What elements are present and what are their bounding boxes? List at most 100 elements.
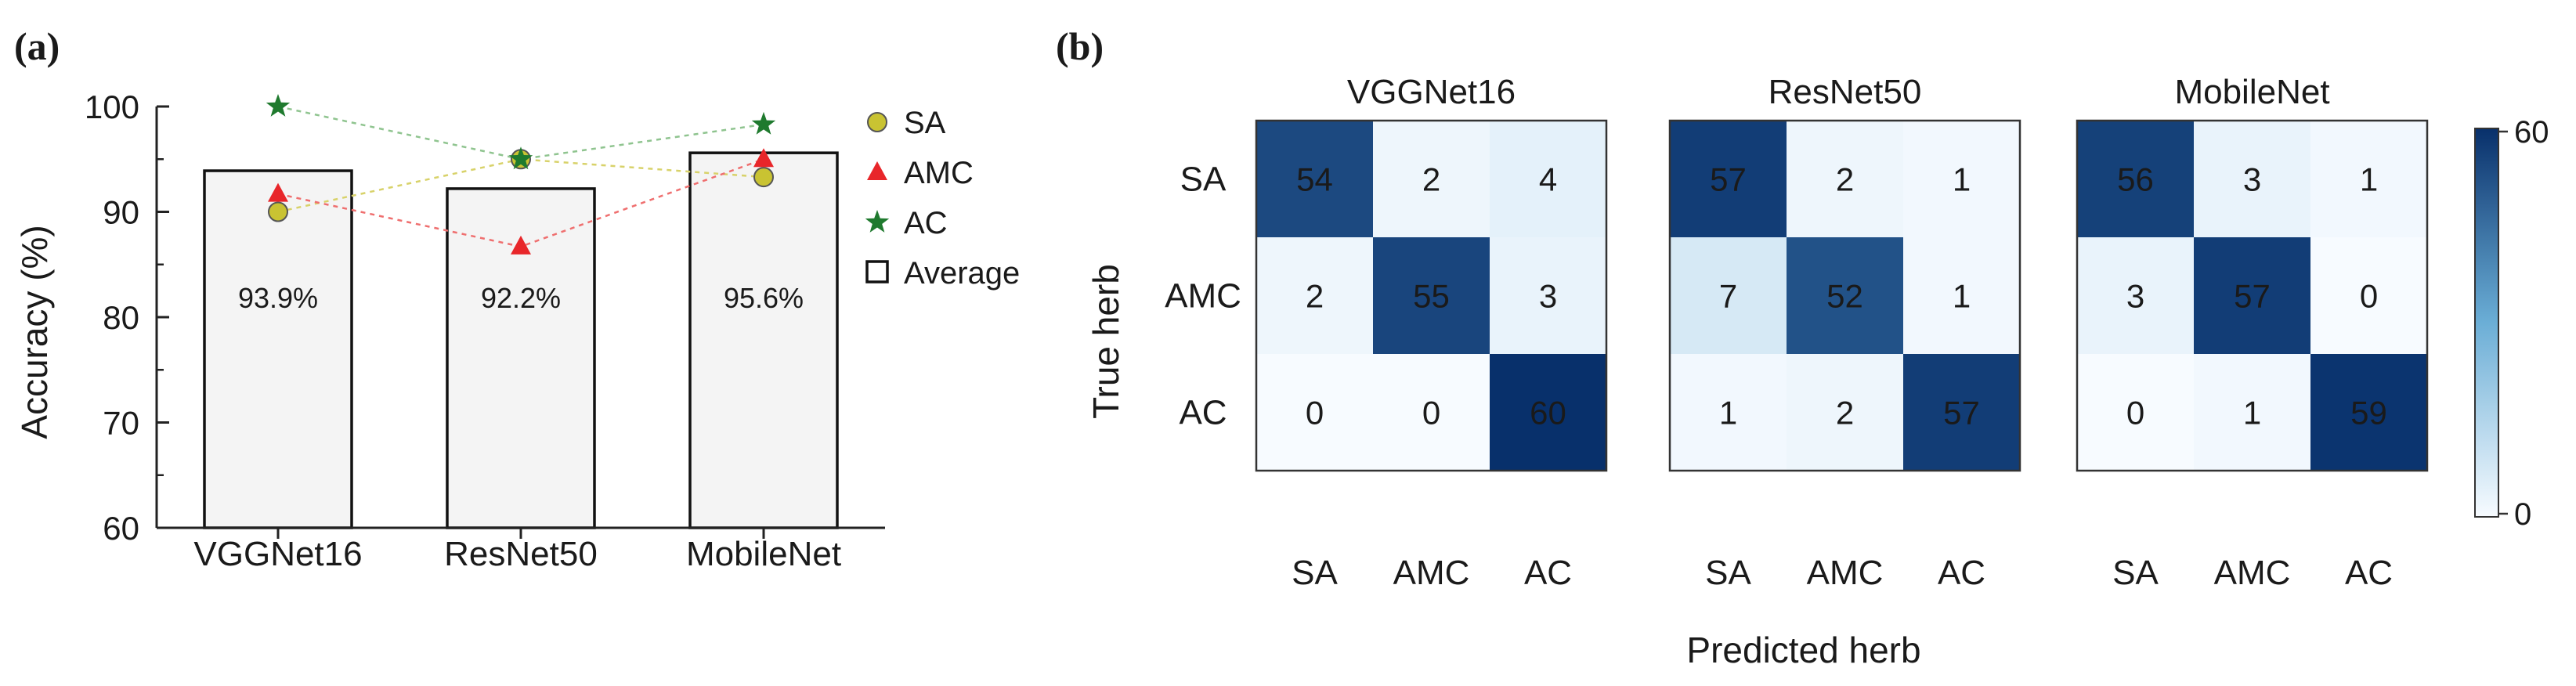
matrix-cell-value: 7 xyxy=(1719,278,1737,315)
series-point-sa xyxy=(753,167,774,188)
legend-label-sa: SA xyxy=(904,106,946,140)
matrix-x-tick-label: AMC xyxy=(2214,554,2291,592)
matrix-x-tick-label: AC xyxy=(2345,554,2393,592)
matrix-x-tick-label: AC xyxy=(1938,554,1985,592)
matrix-y-tick-label: AMC xyxy=(1165,277,1241,316)
matrix-cell xyxy=(1490,354,1606,471)
matrix-cell xyxy=(1787,237,1903,354)
colorbar: 600 xyxy=(2474,115,2549,532)
matrix-cell xyxy=(2077,121,2194,237)
legend-label-amc: AMC xyxy=(904,156,974,190)
matrix-frame xyxy=(1668,119,2021,472)
matrix-cell-value: 2 xyxy=(1422,161,1440,198)
matrix-cell xyxy=(1490,237,1606,354)
matrix-cell-value: 0 xyxy=(2360,278,2378,315)
legend-marker-ac xyxy=(865,210,890,233)
matrix-cell-value: 54 xyxy=(1296,161,1333,198)
panel-a-y-tick-label: 100 xyxy=(85,88,139,125)
matrix-cell xyxy=(1670,237,1787,354)
matrix-cell-value: 3 xyxy=(2243,161,2261,198)
matrix-cell xyxy=(1373,354,1490,471)
matrix-title: MobileNet xyxy=(2174,73,2329,111)
matrix-cell xyxy=(2310,237,2427,354)
matrix-cell xyxy=(1256,237,1373,354)
series-point-sa xyxy=(268,201,288,222)
panel-a-bars xyxy=(203,151,839,529)
matrix-cell-value: 1 xyxy=(2360,161,2378,198)
matrix-y-tick-label: AC xyxy=(1179,394,1227,432)
matrix-cell-value: 3 xyxy=(2126,278,2144,315)
panel-a-label: (a) xyxy=(14,24,60,68)
panel-a-y-tick-label: 90 xyxy=(103,194,139,231)
matrix-cell-value: 1 xyxy=(1953,161,1971,198)
matrix-cell-value: 57 xyxy=(1943,395,1980,431)
average-bar xyxy=(688,151,839,529)
matrix-cell-value: 55 xyxy=(1413,278,1450,315)
matrix-cell xyxy=(1903,354,2020,471)
panel-a-y-tick-label: 80 xyxy=(103,299,139,336)
series-point-amc xyxy=(511,235,531,255)
legend-marker-average xyxy=(865,260,889,283)
average-bar-label: 92.2% xyxy=(481,282,561,314)
average-bar-label: 95.6% xyxy=(724,282,804,314)
matrix-x-tick-label: AMC xyxy=(1807,554,1884,592)
matrix-cell-value: 1 xyxy=(1719,395,1737,431)
legend-marker-amc xyxy=(867,161,887,180)
matrix-cell-value: 56 xyxy=(2117,161,2154,198)
matrix-cell xyxy=(1373,237,1490,354)
series-point-ac xyxy=(266,94,291,117)
matrix-cell-value: 1 xyxy=(1953,278,1971,315)
legend-marker-sa xyxy=(867,112,887,132)
matrix-cell-value: 4 xyxy=(1539,161,1557,198)
matrix-title: VGGNet16 xyxy=(1347,73,1516,111)
panel-a-x-tick-label: ResNet50 xyxy=(444,535,598,573)
matrix-cell xyxy=(1670,121,1787,237)
matrix-cell xyxy=(2310,121,2427,237)
matrix-cell-value: 0 xyxy=(1422,395,1440,431)
panel-a-y-tick-label: 70 xyxy=(103,405,139,442)
matrix-frame xyxy=(1255,119,1608,472)
colorbar-max-label: 60 xyxy=(2514,115,2549,150)
matrix-cell xyxy=(1670,354,1787,471)
matrix-cell-value: 52 xyxy=(1826,278,1863,315)
panel-b-label: (b) xyxy=(1056,24,1104,68)
matrix-cell xyxy=(1256,354,1373,471)
matrix-cell xyxy=(1903,237,2020,354)
matrix-cell-value: 1 xyxy=(2243,395,2261,431)
matrix-cell-value: 59 xyxy=(2350,395,2387,431)
matrix-cell-value: 2 xyxy=(1306,278,1324,315)
average-bar xyxy=(203,169,353,529)
series-point-amc xyxy=(753,148,774,168)
legend-label-ac: AC xyxy=(904,206,948,240)
panel-b: (b) True herb Predicted herb VGGNet16 54 2… xyxy=(1056,24,2549,670)
panel-a-x-tick-label: VGGNet16 xyxy=(193,535,362,573)
matrix-cell xyxy=(1787,354,1903,471)
matrix-cell-value: 3 xyxy=(1539,278,1557,315)
matrix-cell-value: 60 xyxy=(1530,395,1566,431)
matrix-x-tick-label: SA xyxy=(2112,554,2159,592)
matrix-cell xyxy=(1256,121,1373,237)
panel-b-y-axis-label: True herb xyxy=(1086,264,1126,419)
matrix-cell xyxy=(1490,121,1606,237)
matrix-frame xyxy=(2076,119,2429,472)
panel-a-bar-labels: 93.9%92.2%95.6% xyxy=(238,282,804,314)
matrix-cell xyxy=(1373,121,1490,237)
matrix-cell xyxy=(1787,121,1903,237)
matrix-x-tick-label: AMC xyxy=(1393,554,1470,592)
matrix-cell xyxy=(2194,237,2310,354)
matrix-cell xyxy=(2194,354,2310,471)
matrix-cell-value: 57 xyxy=(2234,278,2271,315)
panel-a-series-markers xyxy=(266,94,776,255)
matrix-x-tick-label: AC xyxy=(1524,554,1572,592)
panel-b-x-axis-label: Predicted herb xyxy=(1686,630,1920,670)
series-point-ac xyxy=(751,111,776,135)
matrix-cell-value: 0 xyxy=(2126,395,2144,431)
matrix-x-tick-label: SA xyxy=(1292,554,1338,592)
